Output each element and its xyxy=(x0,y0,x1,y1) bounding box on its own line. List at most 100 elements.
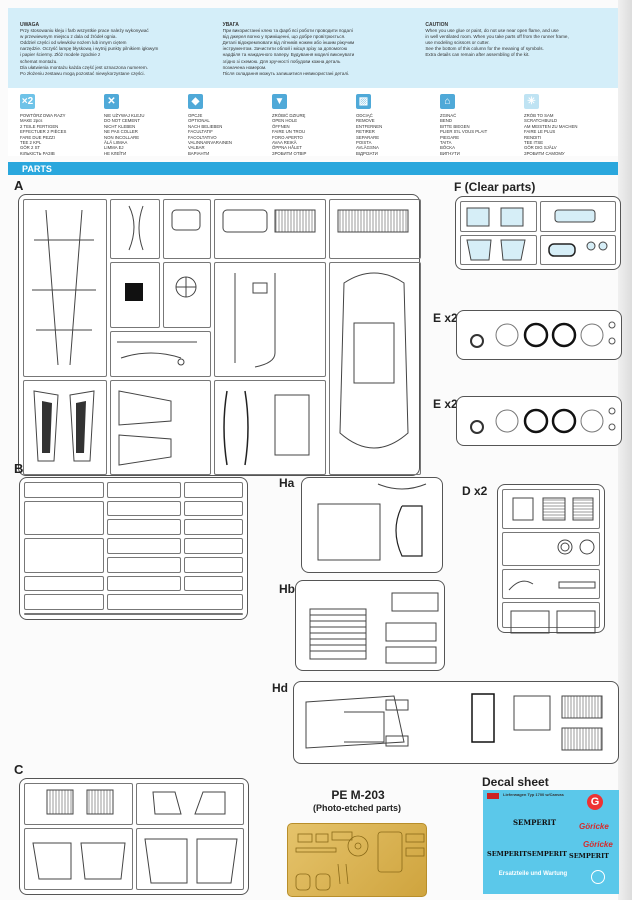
warning-line: згідно зі схемою. Для зручності побудови… xyxy=(222,58,341,64)
symbol-item: ▼ZRÓBIĆ DZIURĘ OPEN HOLE ÖFFNEN FAIRE UN… xyxy=(272,94,356,156)
part-c-7-8 xyxy=(135,828,244,890)
part-f-9-11 xyxy=(539,234,616,265)
symbol-description: POWTÓRZ DWA RAZY MAKE 2pcs 2 TEILE FERTI… xyxy=(20,113,67,156)
part-b-62-65 xyxy=(24,594,104,610)
part-b-66-70 xyxy=(107,594,243,610)
sprue-hd xyxy=(293,681,619,764)
decal-goricke: Göricke xyxy=(579,822,609,831)
symbol-item: ◆ OPCJE OPTIONAL NACH BELIEBEN FACULTATIF… xyxy=(188,94,272,156)
repeat-x2-icon: ×2 xyxy=(20,94,35,109)
decal-sheet: Lieferwagen Typ 1700 w/Canvas SEMPERIT S… xyxy=(483,790,619,894)
warning-text: When you use glue or paint, do not use n… xyxy=(425,28,608,58)
warning-line: When you use glue or paint, do not use n… xyxy=(425,28,559,34)
warning-ukrainian: УВАГА При використанні клею та фарб всі … xyxy=(223,22,406,84)
floor-panel-drawing xyxy=(317,483,427,561)
part-a-17-18 xyxy=(23,380,107,475)
warning-line: Po złożeniu zestawu mogą pozostać niewyk… xyxy=(20,70,145,76)
warning-line: надфіля та наждачного паперу. Будування … xyxy=(222,52,355,58)
symbol-description: ZRÓB TO SAM SCRATCHBUILD AM MEISTEN ZU M… xyxy=(524,113,578,156)
part-b-28-33 xyxy=(107,538,181,554)
part-a-37-40 xyxy=(214,380,326,475)
sprue-e-label: E x2 xyxy=(433,311,458,325)
warning-heading: CAUTION xyxy=(425,22,449,28)
part-b-26-27 xyxy=(24,500,104,536)
part-c-5-6 xyxy=(24,828,133,890)
symbol-item: ▨ODCIĄĆ REMOVE ENTFERNEN RETIRER SEPARAR… xyxy=(356,94,440,156)
part-f-3-4 xyxy=(460,234,537,265)
warning-line: use modeling scissors or cutter. xyxy=(425,40,490,46)
chassis-frame-drawing xyxy=(32,209,96,366)
part-b-1-2 xyxy=(24,482,104,498)
part-a-19-21 xyxy=(110,380,211,475)
part-b-3 xyxy=(107,482,181,498)
sprue-c xyxy=(19,778,249,895)
warning-line: від джерел вогню у приміщенні, що добре … xyxy=(222,34,346,40)
decal-goricke: Göricke xyxy=(583,840,613,849)
part-d-1-3 xyxy=(502,489,600,529)
part-c-1-2 xyxy=(24,783,133,825)
part-a-1-chassis xyxy=(23,199,107,377)
part-b-9-11 xyxy=(107,500,181,517)
sprue-hb-label: Hb xyxy=(279,582,295,596)
cargo-bed-drawing xyxy=(309,592,439,664)
sprue-e-2 xyxy=(456,396,622,446)
sprue-d xyxy=(497,484,605,634)
chassis-drawing xyxy=(305,693,603,751)
sprue-b xyxy=(19,477,248,620)
decal-semperit: SEMPERIT xyxy=(513,818,557,827)
warning-text: При використанні клею та фарб всі роботи… xyxy=(223,28,406,77)
warning-line: Extra details can remain after assemblin… xyxy=(425,52,530,58)
page-edge xyxy=(618,0,632,900)
part-a-4 xyxy=(163,199,211,259)
part-b-59-61 xyxy=(184,575,243,592)
part-c-3-4 xyxy=(135,783,244,825)
part-b-4-8 xyxy=(184,482,243,498)
warning-line: See the bottom of this column for the me… xyxy=(425,46,544,52)
symbol-item: ✳ ZRÓB TO SAM SCRATCHBUILD AM MEISTEN ZU … xyxy=(524,94,608,156)
warning-line: schemat montażu. xyxy=(20,58,58,64)
symbol-item: ✕NIE UŻYWAJ KLEJU DO NOT CEMENT NICHT KL… xyxy=(104,94,188,156)
warning-text: Przy stosowaniu kleju i farb wszystkie p… xyxy=(20,28,203,77)
warning-line: narzędzie. Oczyść lampę błyskową i wytni… xyxy=(20,46,159,52)
remove-icon: ▨ xyxy=(356,94,371,109)
scratchbuild-icon: ✳ xyxy=(524,94,539,109)
optional-icon: ◆ xyxy=(188,94,203,109)
goricke-logo-icon: G xyxy=(587,794,603,810)
warning-heading: UWAGA xyxy=(20,22,40,28)
wheel-rims-drawing xyxy=(470,407,616,434)
symbol-description: OPCJE OPTIONAL NACH BELIEBEN FACULTATIF … xyxy=(188,113,233,156)
part-b-16-20 xyxy=(107,519,181,536)
bend-icon: ⌂ xyxy=(440,94,455,109)
pe-parts-drawing xyxy=(295,831,425,891)
part-b-12-14 xyxy=(184,500,243,517)
sprue-d-label: D x2 xyxy=(462,484,488,498)
decal-header: Lieferwagen Typ 1700 w/Canvas xyxy=(503,792,564,797)
part-b-49-53 xyxy=(24,575,104,592)
warning-line: i papier ściermy. Złóż modele zgodnie z xyxy=(20,52,101,58)
part-b-48 xyxy=(24,538,104,573)
part-d-4-13 xyxy=(502,532,600,566)
part-f-5-8 xyxy=(539,201,616,232)
warning-line: інструментом. Зачистити облой і місця зр… xyxy=(222,46,348,52)
part-b-43-47 xyxy=(184,556,243,573)
part-a-body-shell xyxy=(329,262,421,475)
sprue-e-label: E x2 xyxy=(433,397,458,411)
warning-line: Oddziel części od wlewków nożem lub inny… xyxy=(20,40,127,46)
warning-line: Деталі відокремлювати від літників ножем… xyxy=(222,40,355,46)
warning-line: При використанні клею та фарб всі роботи… xyxy=(222,28,353,34)
warning-line: Після складання можуть залишитися невико… xyxy=(222,70,350,76)
photo-etched-fret xyxy=(287,823,427,897)
sprue-f-label: F (Clear parts) xyxy=(454,180,536,194)
flag-icon xyxy=(487,793,499,799)
sprue-a-label: A xyxy=(14,178,24,193)
decal-slogan: Ersatzteile und Wartung xyxy=(498,871,568,877)
decal-badge-icon xyxy=(591,870,605,884)
sprue-ha xyxy=(301,477,443,573)
no-cement-icon: ✕ xyxy=(104,94,119,109)
pe-subtitle: (Photo-etched parts) xyxy=(312,803,401,813)
part-a-28-33 xyxy=(214,262,326,377)
sprue-a xyxy=(18,194,421,476)
sprue-c-label: C xyxy=(14,762,24,777)
